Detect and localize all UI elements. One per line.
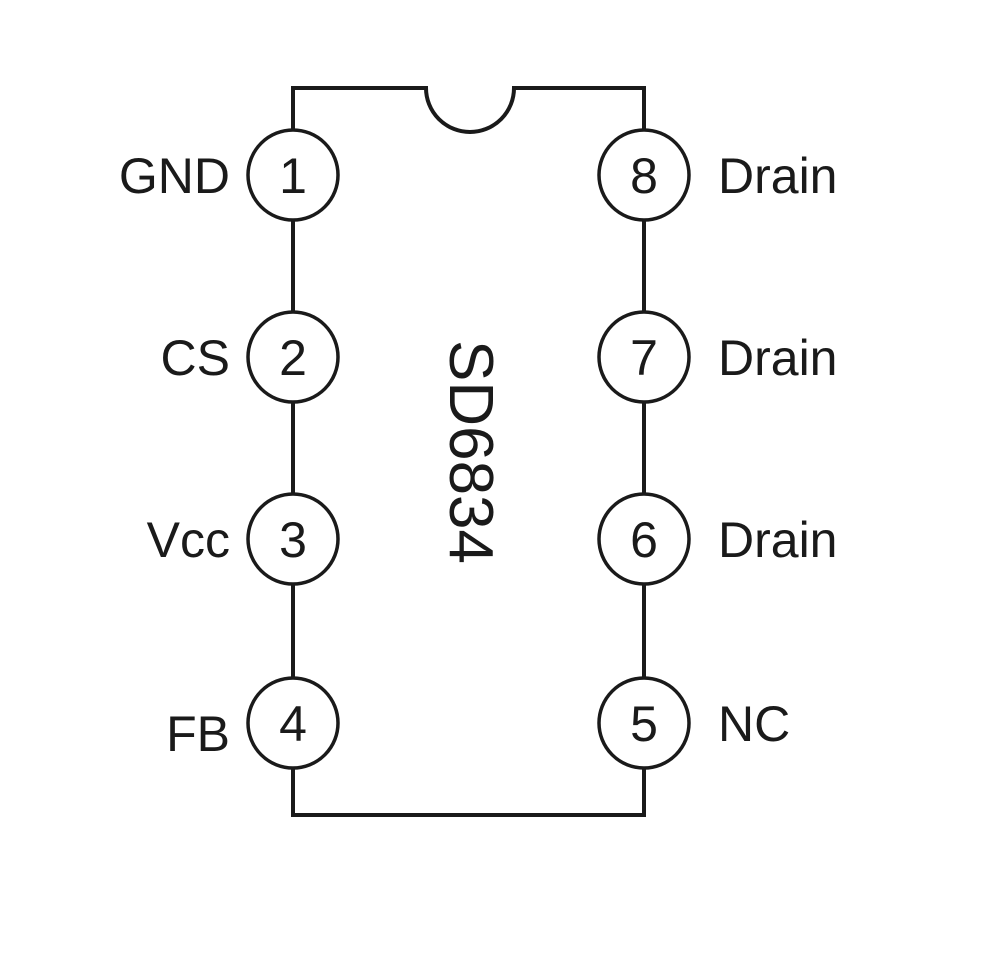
pin-label: Drain <box>718 148 837 204</box>
pin-label: NC <box>718 696 790 752</box>
pin-label: Drain <box>718 330 837 386</box>
pin-label: Vcc <box>147 512 230 568</box>
pin-4: 4 FB <box>166 676 340 770</box>
pin-number: 1 <box>279 148 307 204</box>
pin-1: 1 GND <box>119 128 340 222</box>
package-outline <box>291 86 646 817</box>
pin-circle <box>597 492 691 586</box>
pin-number: 8 <box>630 148 658 204</box>
pin-circle <box>597 676 691 770</box>
pin-number: 7 <box>630 330 658 386</box>
pin-7: 7 Drain <box>597 310 837 404</box>
pin-label: CS <box>161 330 230 386</box>
pin-circle <box>246 492 340 586</box>
pin-label: FB <box>166 706 230 762</box>
pin-6: 6 Drain <box>597 492 837 586</box>
pin-number: 5 <box>630 696 658 752</box>
pin-circle <box>246 128 340 222</box>
pin-8: 8 Drain <box>597 128 837 222</box>
pin-circle <box>246 310 340 404</box>
pin-circle <box>246 676 340 770</box>
pin-circle <box>597 128 691 222</box>
pin-number: 2 <box>279 330 307 386</box>
pin-number: 6 <box>630 512 658 568</box>
pin-2: 2 CS <box>161 310 340 404</box>
pin-number: 4 <box>279 696 307 752</box>
pin-3: 3 Vcc <box>147 492 340 586</box>
pin-circle <box>597 310 691 404</box>
chip-part-number: SD6834 <box>436 340 505 564</box>
pin-5: 5 NC <box>597 676 790 770</box>
pin-number: 3 <box>279 512 307 568</box>
pin-label: GND <box>119 148 230 204</box>
pin-label: Drain <box>718 512 837 568</box>
